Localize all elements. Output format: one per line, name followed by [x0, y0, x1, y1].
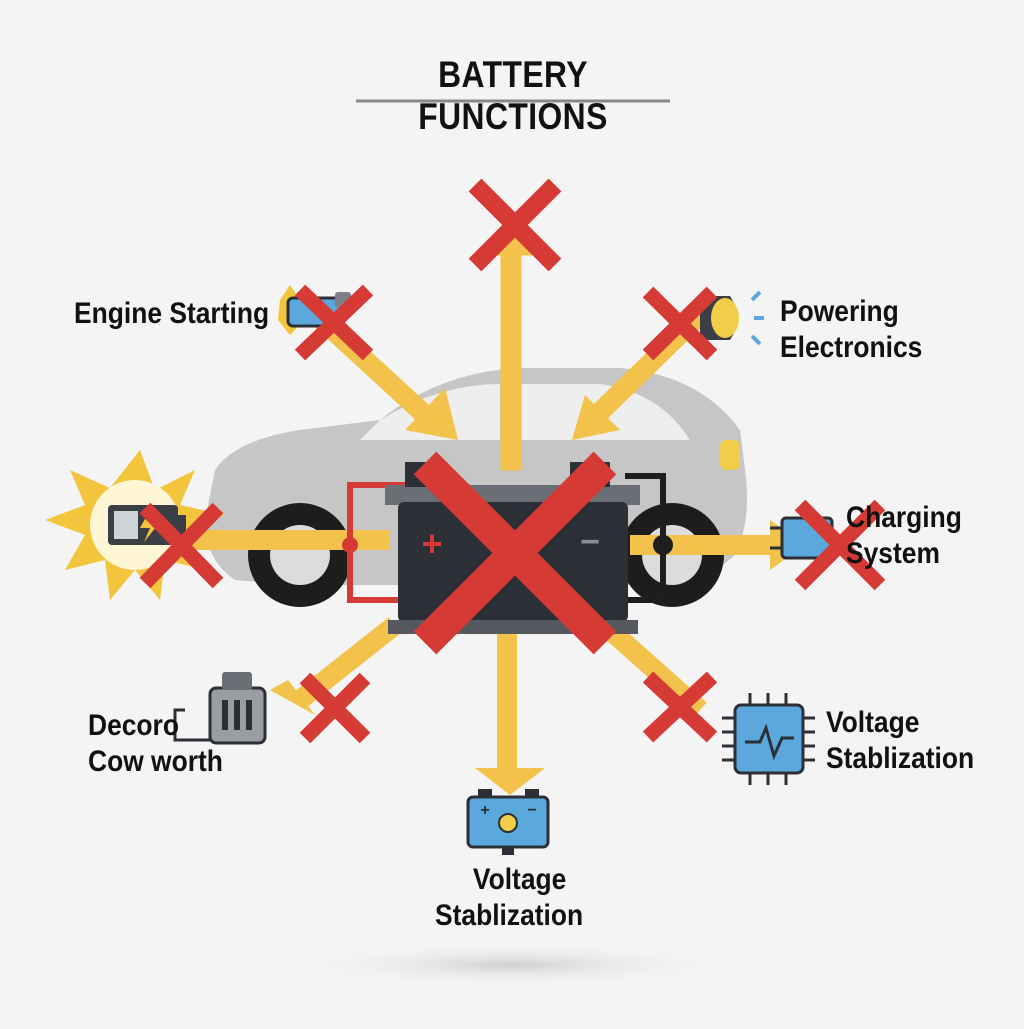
label-voltage-stabilization-right: Voltage Stablization — [826, 706, 975, 775]
ground-shadow — [292, 943, 732, 987]
label-decoro-cow-worth: Decoro Cow worth — [88, 709, 223, 778]
arrow-left — [190, 530, 390, 550]
arrow-bottom-head — [475, 768, 545, 795]
cross-charging-system-icon — [794, 499, 886, 591]
cross-lower-left-icon — [299, 672, 371, 744]
chip-icon — [722, 693, 815, 785]
sun-burst-icon — [45, 450, 225, 600]
battery-positive: + — [421, 523, 442, 564]
cross-engine-starting-icon — [294, 284, 374, 361]
headlight-icon — [700, 290, 764, 346]
cross-powering-electronics-icon — [642, 286, 718, 361]
cross-top-icon — [468, 178, 562, 272]
red-crosses — [139, 178, 886, 744]
cross-lower-right-icon — [642, 671, 718, 743]
red-wire-node — [342, 537, 358, 553]
arrow-bottom — [497, 630, 517, 780]
cross-left-battery-icon — [139, 502, 224, 589]
blue-battery-icon: + − — [466, 789, 550, 855]
label-charging-system: Charging System — [846, 501, 962, 570]
arrow-right — [630, 535, 780, 555]
arrow-top — [500, 249, 522, 471]
svg-text:−: − — [527, 802, 536, 819]
black-wire-node — [653, 535, 673, 555]
label-powering-electronics: Powering Electronics — [780, 295, 923, 364]
alternator-icon — [173, 672, 267, 745]
battery-negative: − — [580, 523, 600, 561]
cross-center-battery-icon — [413, 451, 617, 655]
svg-text:+: + — [480, 802, 489, 819]
label-voltage-stabilization-bottom: Voltage Stablization — [435, 863, 584, 932]
arrow-upper-right-head — [572, 395, 620, 440]
label-engine-starting: Engine Starting — [74, 297, 270, 330]
page-title: BATTERY FUNCTIONS — [418, 54, 608, 137]
arrow-upper-left-head — [405, 388, 458, 440]
arrow-lower-left-head — [270, 680, 315, 715]
